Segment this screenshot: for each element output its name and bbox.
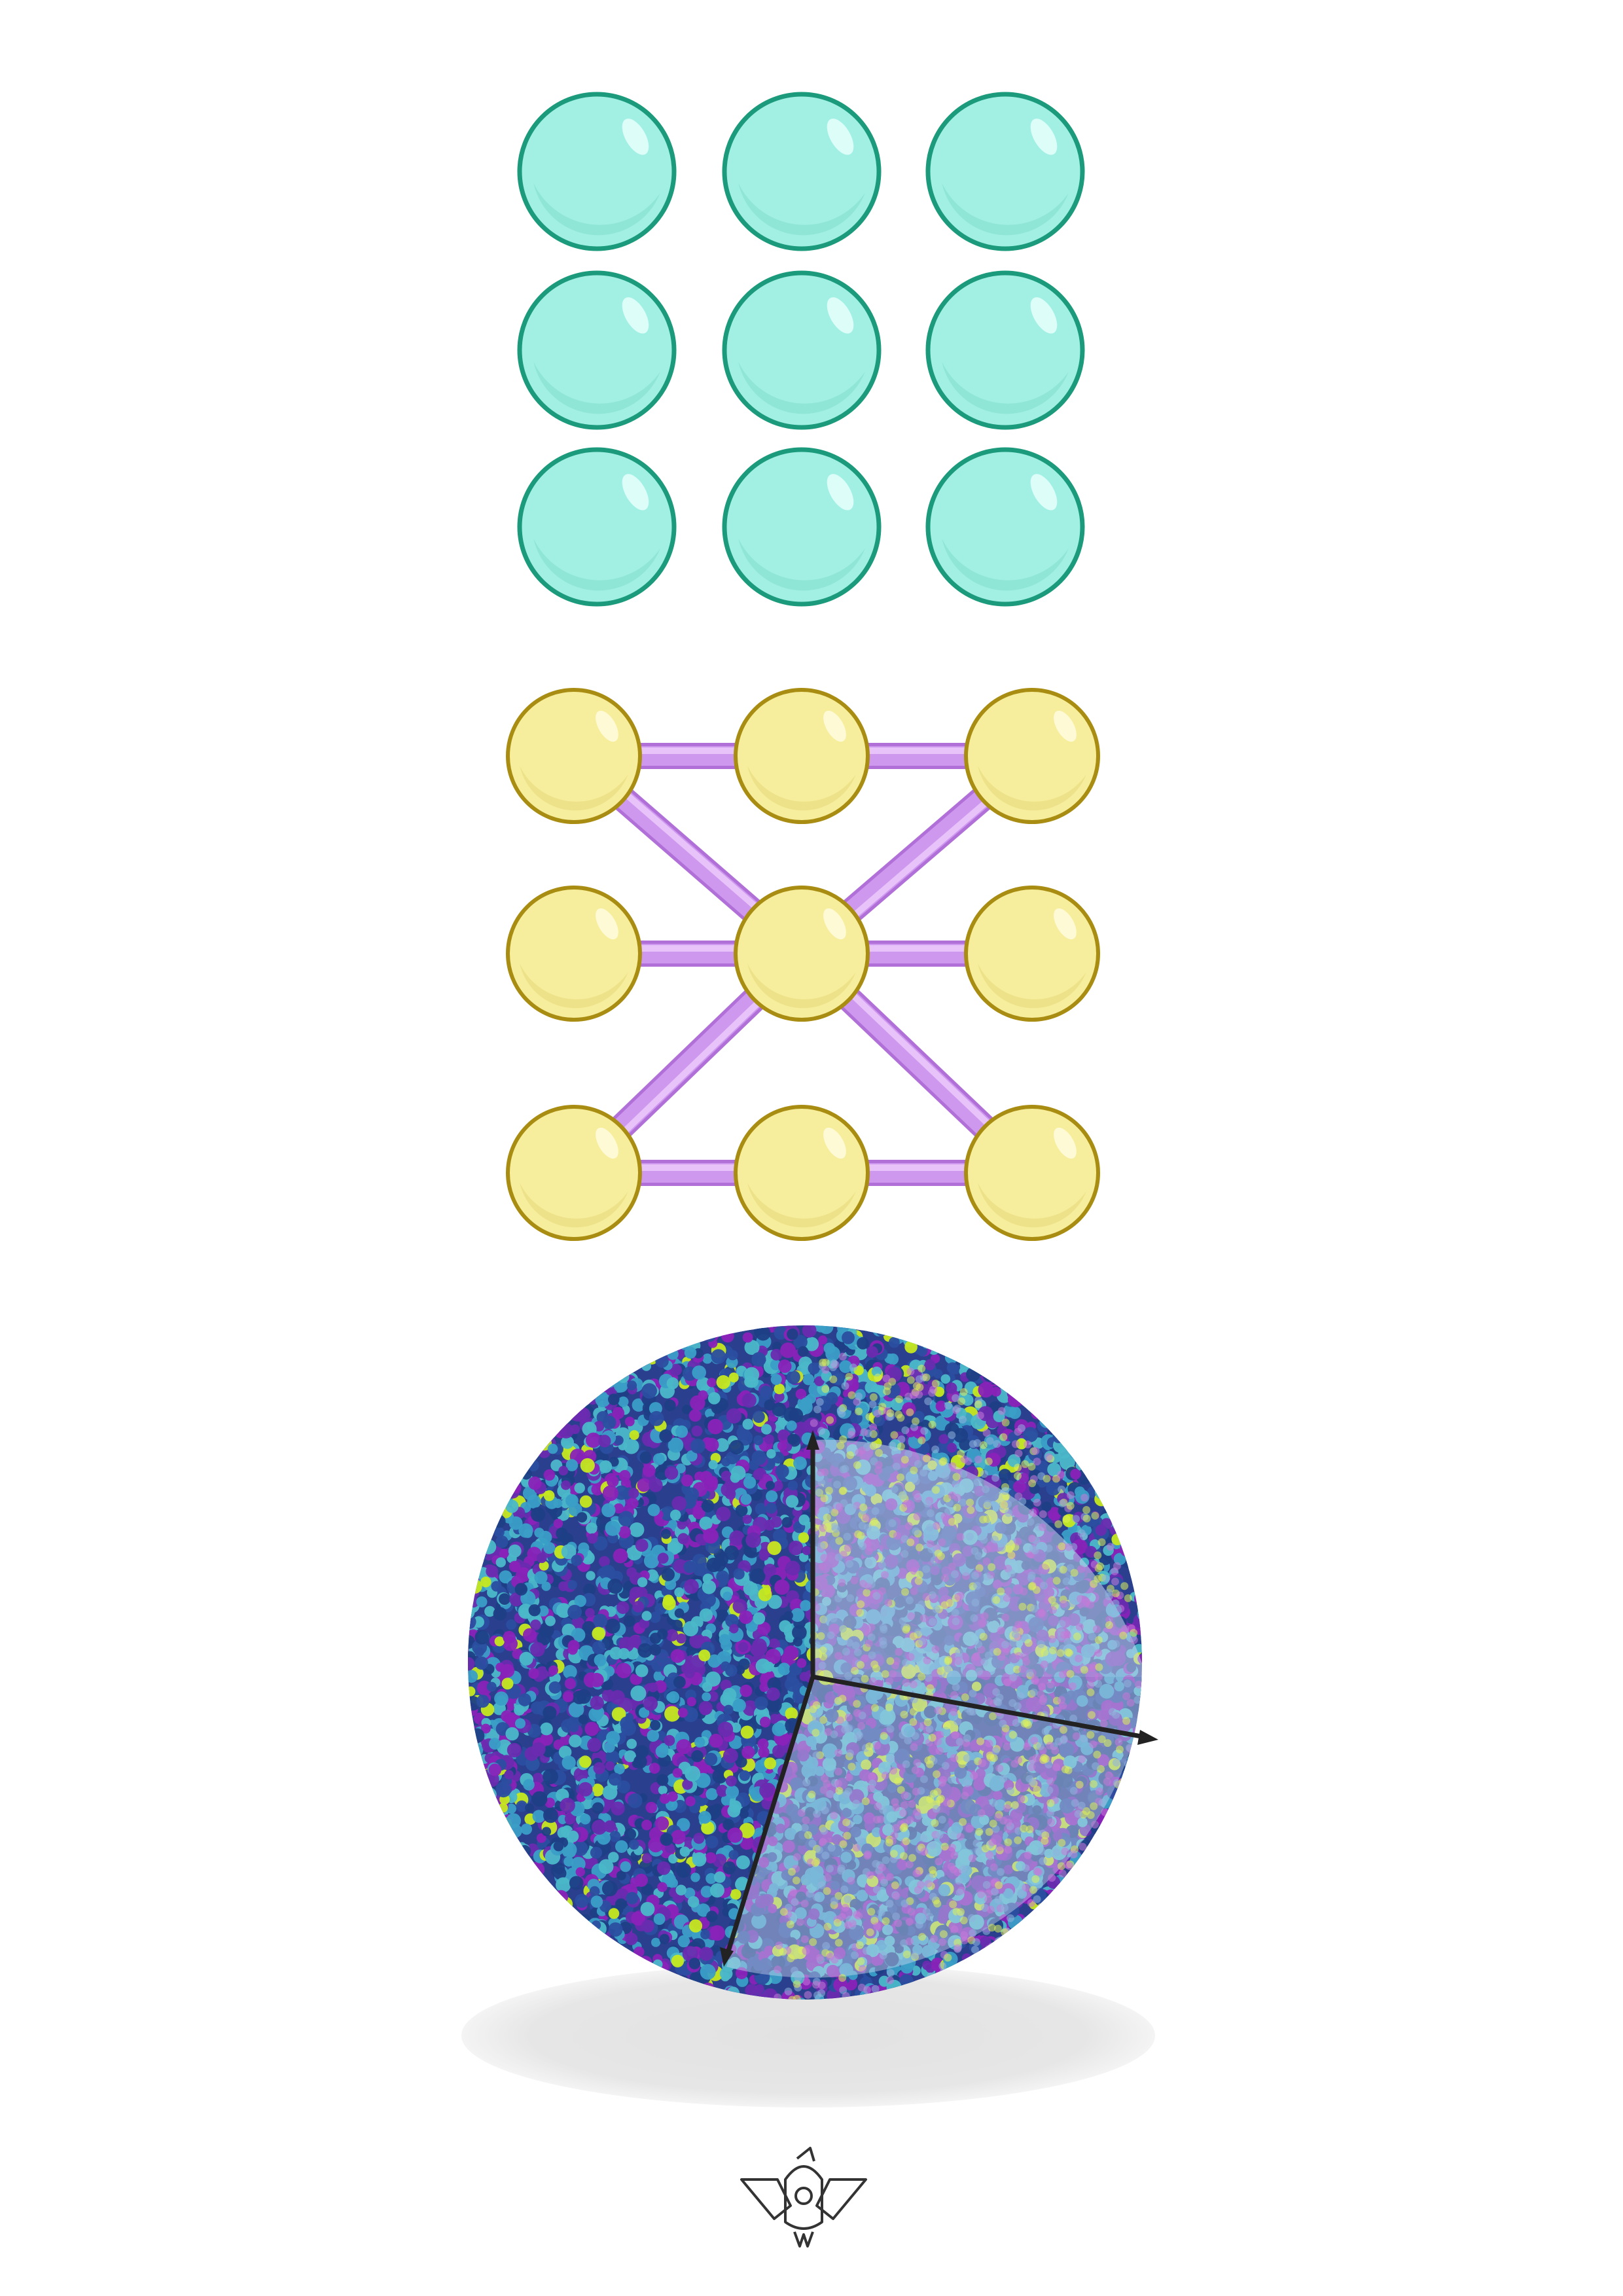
sphere-r2-c3 [925, 270, 1085, 430]
right-wing-icon [815, 2178, 867, 2220]
sphere-r3-c2 [722, 447, 882, 607]
axis-down-left-arrowhead [720, 1947, 734, 1967]
sphere-r2-c1 [517, 270, 677, 430]
separate-spheres-panel [517, 92, 1085, 607]
sphere-r2-c3 [964, 886, 1100, 1022]
sphere-r1-c3 [964, 688, 1100, 824]
sphere-r1-c3 [925, 92, 1085, 251]
sphere-r1-c1 [506, 688, 642, 824]
particle-sphere-panel [461, 1325, 1158, 2108]
bird-eye-icon [794, 2187, 813, 2205]
sphere-r1-c2 [734, 688, 870, 824]
sphere-r3-c3 [925, 447, 1085, 607]
bird-crest-icon [796, 2147, 815, 2162]
coordinate-axes [720, 1430, 1158, 1967]
sphere-r2-c2 [722, 270, 882, 430]
sphere-r2-c2 [734, 886, 870, 1022]
bird-emblem-logo [740, 2147, 867, 2248]
sphere-r1-c2 [722, 92, 882, 251]
bird-body-icon [784, 2165, 823, 2230]
sphere-r3-c3 [964, 1105, 1100, 1241]
sphere-r2-c1 [506, 886, 642, 1022]
sphere-r3-c1 [517, 447, 677, 607]
sphere-r3-c1 [506, 1105, 642, 1241]
axis-up-arrowhead [806, 1430, 819, 1450]
sphere-shadow [461, 1964, 1155, 2108]
bird-tail-icon [793, 2231, 814, 2248]
axis-down-left [724, 1676, 815, 1958]
axis-right [812, 1674, 1149, 1740]
axis-right-arrowhead [1137, 1730, 1158, 1745]
sphere-r3-c2 [734, 1105, 870, 1241]
left-wing-icon [740, 2178, 792, 2220]
bonded-spheres-panel [506, 688, 1100, 1241]
sphere-r1-c1 [517, 92, 677, 251]
particle-sphere [468, 1325, 1142, 2000]
cutaway-section [726, 1352, 1142, 2000]
